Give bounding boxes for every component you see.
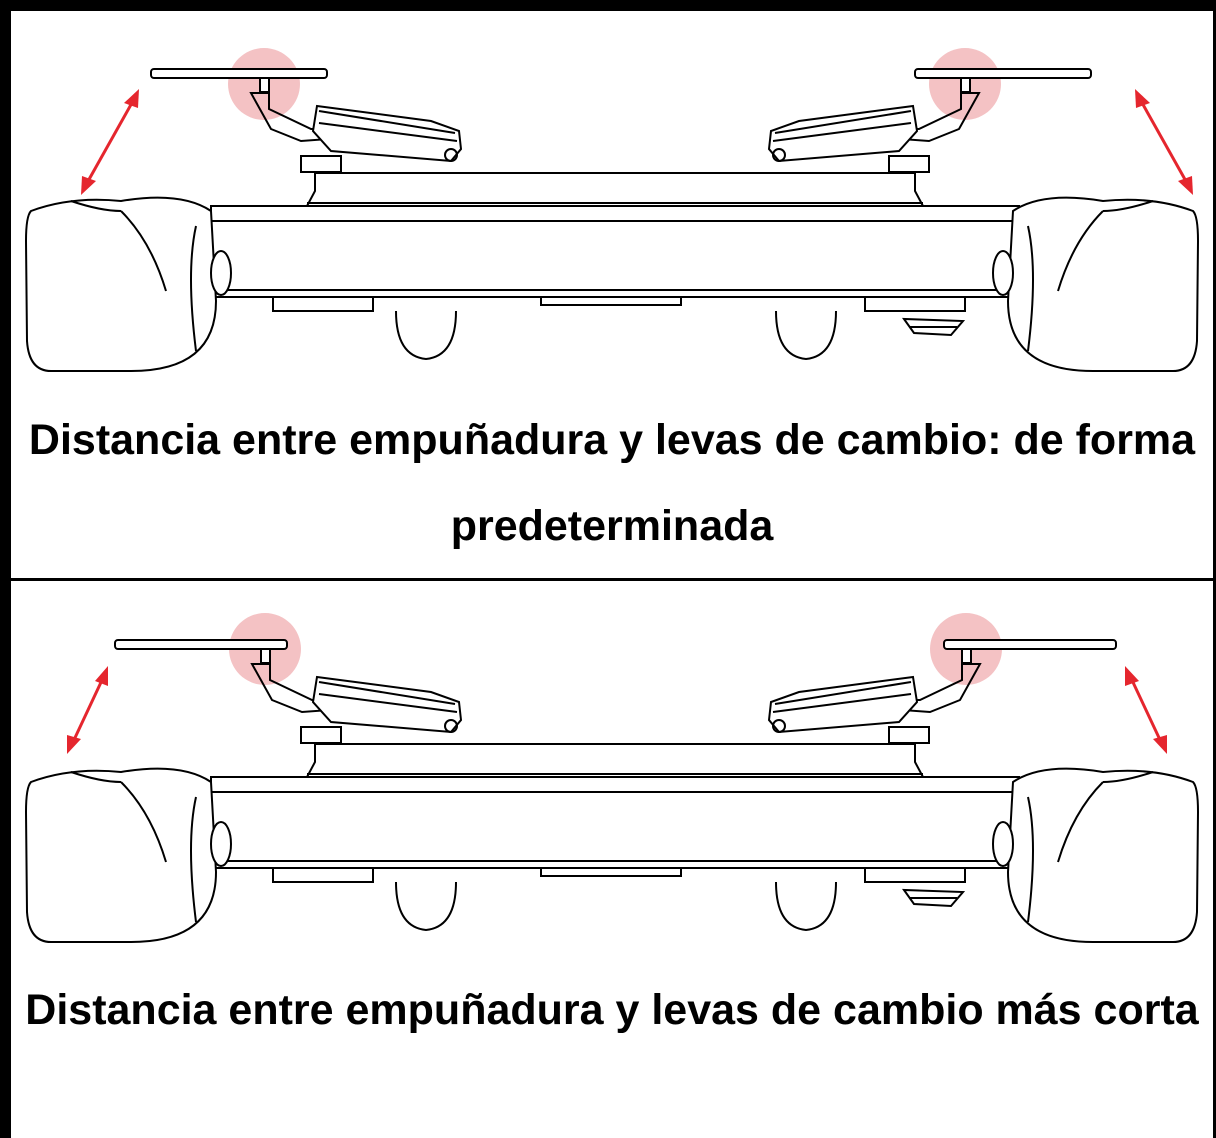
caption-shorter: Distancia entre empuñadura y levas de ca… bbox=[25, 986, 1199, 1034]
right-paddle bbox=[914, 68, 1092, 79]
panel-shorter: Distancia entre empuñadura y levas de ca… bbox=[11, 580, 1213, 1138]
left-paddle bbox=[150, 68, 328, 79]
controller-illustration-shorter bbox=[24, 613, 1200, 943]
left-paddle bbox=[114, 639, 288, 650]
double-arrow-icon bbox=[67, 666, 108, 754]
double-arrow-icon bbox=[1125, 666, 1167, 754]
panel-default: Distancia entre empuñadura y levas de ca… bbox=[11, 11, 1213, 578]
double-arrow-icon bbox=[1135, 89, 1193, 195]
double-arrow-icon bbox=[81, 89, 139, 195]
caption-default: Distancia entre empuñadura y levas de ca… bbox=[28, 416, 1196, 550]
controller-illustration-default bbox=[24, 48, 1200, 372]
divider-line bbox=[11, 578, 1213, 581]
right-paddle bbox=[943, 639, 1117, 650]
